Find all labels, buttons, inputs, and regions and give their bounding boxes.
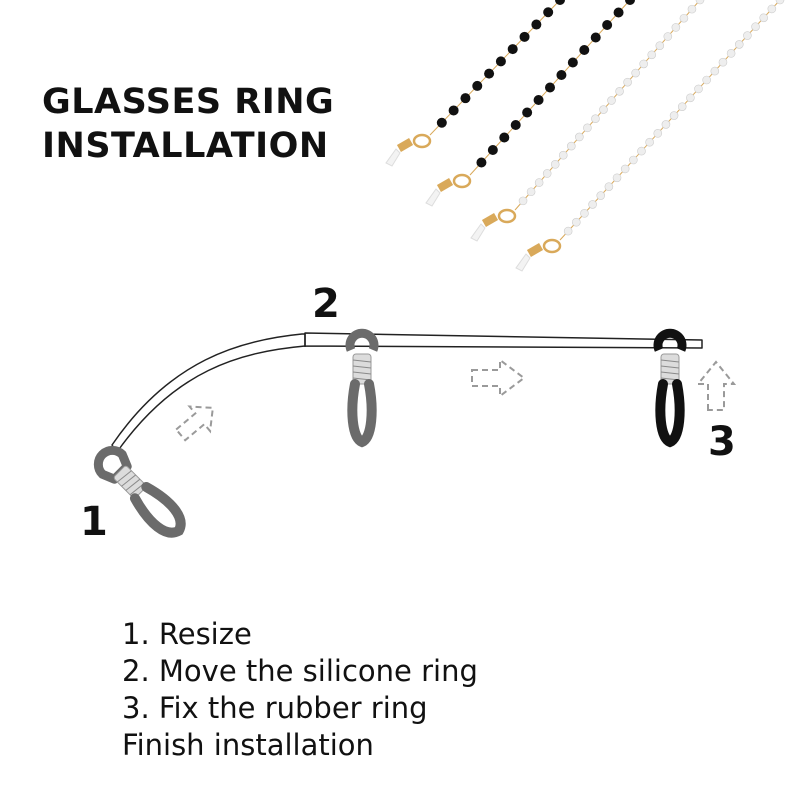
instruction-item: 1. Resize xyxy=(122,617,252,651)
arrow-icon-up xyxy=(695,360,737,411)
instruction-list: 1. Resize 2. Move the silicone ring 3. F… xyxy=(122,616,478,764)
instruction-item: 2. Move the silicone ring xyxy=(122,654,478,688)
rubber-ring-3 xyxy=(653,328,687,448)
step-number-1: 1 xyxy=(80,499,108,545)
pearl-chain-1 xyxy=(470,0,705,242)
step-number-3: 3 xyxy=(708,419,736,465)
silicone-ring-1 xyxy=(93,445,186,538)
arrow-icon-diagonal xyxy=(174,405,214,442)
black-bead-chain-1 xyxy=(385,0,565,167)
page-title: GLASSES RING INSTALLATION xyxy=(42,80,334,168)
black-bead-chain-2 xyxy=(425,0,635,207)
title-line-2: INSTALLATION xyxy=(42,126,329,166)
pearl-chain-2 xyxy=(515,0,785,272)
glasses-temple-arm xyxy=(111,332,703,453)
silicone-ring-2 xyxy=(345,328,379,448)
instruction-item: Finish installation xyxy=(122,728,374,762)
arrow-icon-right xyxy=(471,358,526,398)
instruction-item: 3. Fix the rubber ring xyxy=(122,691,428,725)
title-line-1: GLASSES RING xyxy=(42,82,335,122)
step-number-2: 2 xyxy=(312,281,340,327)
